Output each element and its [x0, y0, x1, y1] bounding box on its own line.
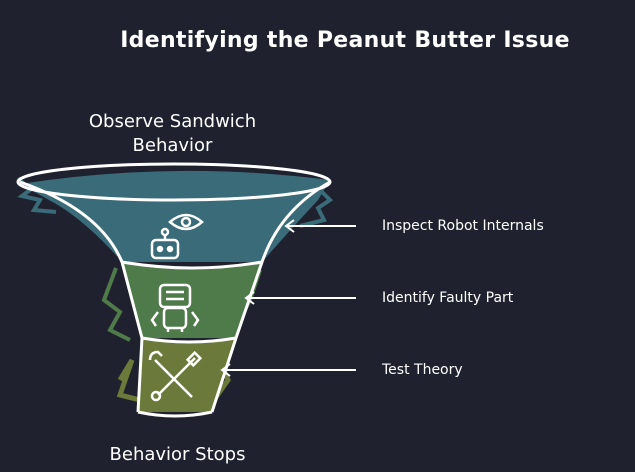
funnel-stage-2 [122, 262, 262, 338]
arrow-stage-1 [284, 219, 356, 233]
stage-label-3: Test Theory [382, 362, 463, 378]
stage-divider-1 [121, 260, 263, 270]
top-label: Observe Sandwich Behavior [88, 111, 257, 156]
stage-label-1: Inspect Robot Internals [382, 218, 544, 234]
robot-icon [150, 283, 200, 332]
funnel-outline-left [19, 180, 144, 413]
robot-head-icon [150, 227, 180, 260]
arrow-stage-3 [220, 363, 356, 377]
bottom-label: Behavior Stops [109, 444, 246, 465]
funnel-bottom [137, 410, 213, 418]
tools-icon [148, 350, 203, 402]
funnel-stage-3 [138, 338, 236, 412]
funnel-stage-1 [20, 170, 330, 262]
eye-icon [168, 213, 204, 231]
stage-divider-2 [141, 336, 237, 344]
funnel-outline-right [210, 180, 331, 413]
diagram-title: Identifying the Peanut Butter Issue [120, 28, 570, 53]
stage-label-2: Identify Faulty Part [382, 290, 514, 306]
arrow-stage-2 [244, 291, 356, 305]
